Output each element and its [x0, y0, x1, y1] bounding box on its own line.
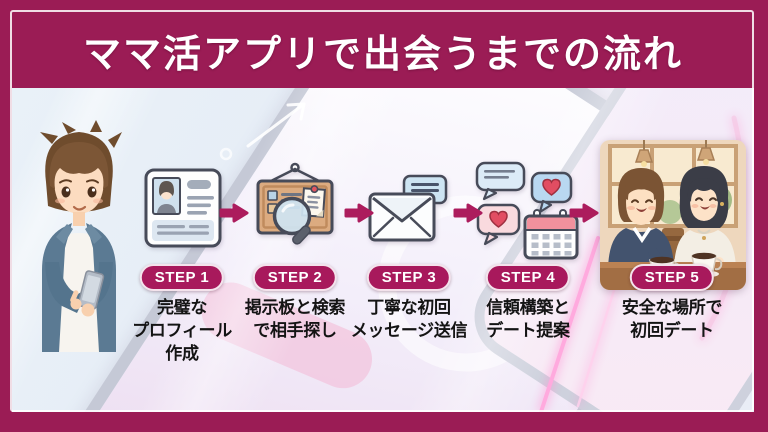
step-2-badge: STEP 2 [252, 264, 338, 291]
flow-arrow-icon-4 [569, 203, 599, 223]
step-4-badge: STEP 4 [485, 264, 571, 291]
step-label-line: デート提案 [486, 321, 570, 340]
flow-arrow-icon-1 [219, 203, 249, 223]
bulletin-board-search-icon [256, 162, 334, 245]
step-2-badge-label: STEP 2 [267, 269, 323, 286]
screen-purple-pill-shape [234, 404, 403, 412]
step-1-badge-label: STEP 1 [154, 269, 210, 286]
profile-card-icon [144, 168, 222, 248]
step-label-line: 掲示板と検索 [244, 298, 346, 317]
step-3-badge-label: STEP 3 [381, 269, 437, 286]
step-label-line: 完璧な [156, 298, 208, 317]
step-4-badge-label: STEP 4 [500, 269, 556, 286]
flow-arrow-icon-3 [453, 203, 483, 223]
step-label-line: 初回デート [630, 321, 714, 340]
flow-area: STEP 1 STEP 2 STEP 3 STEP 4 STEP 5 完璧な プ… [12, 88, 754, 412]
step-5-badge: STEP 5 [629, 264, 715, 291]
step-4-label: 信頼構築と デート提案 [486, 296, 570, 342]
man-with-smartphone-illustration [40, 120, 122, 352]
flow-arrow-icon-2 [344, 203, 374, 223]
chat-hearts-calendar-icon [475, 161, 579, 260]
step-label-line: 作成 [165, 344, 199, 363]
step-1-label: 完璧な プロフィール 作成 [132, 296, 232, 365]
title-banner: ママ活アプリで出会うまでの流れ [12, 12, 754, 88]
step-1-badge: STEP 1 [139, 264, 225, 291]
step-label-line: 信頼構築と [486, 298, 570, 317]
page-title: ママ活アプリで出会うまでの流れ [82, 33, 683, 76]
step-label-line: 安全な場所で [621, 298, 723, 317]
step-3-label: 丁寧な初回 メッセージ送信 [351, 296, 468, 342]
step-2-label: 掲示板と検索 で相手探し [244, 296, 346, 342]
envelope-message-icon [368, 174, 448, 242]
step-5-badge-label: STEP 5 [644, 269, 700, 286]
step-label-line: で相手探し [253, 321, 337, 340]
step-label-line: 丁寧な初回 [367, 298, 451, 317]
step-5-label: 安全な場所で 初回デート [621, 296, 723, 342]
step-label-line: プロフィール [132, 321, 232, 340]
step-3-badge: STEP 3 [366, 264, 452, 291]
step-label-line: メッセージ送信 [350, 321, 468, 340]
